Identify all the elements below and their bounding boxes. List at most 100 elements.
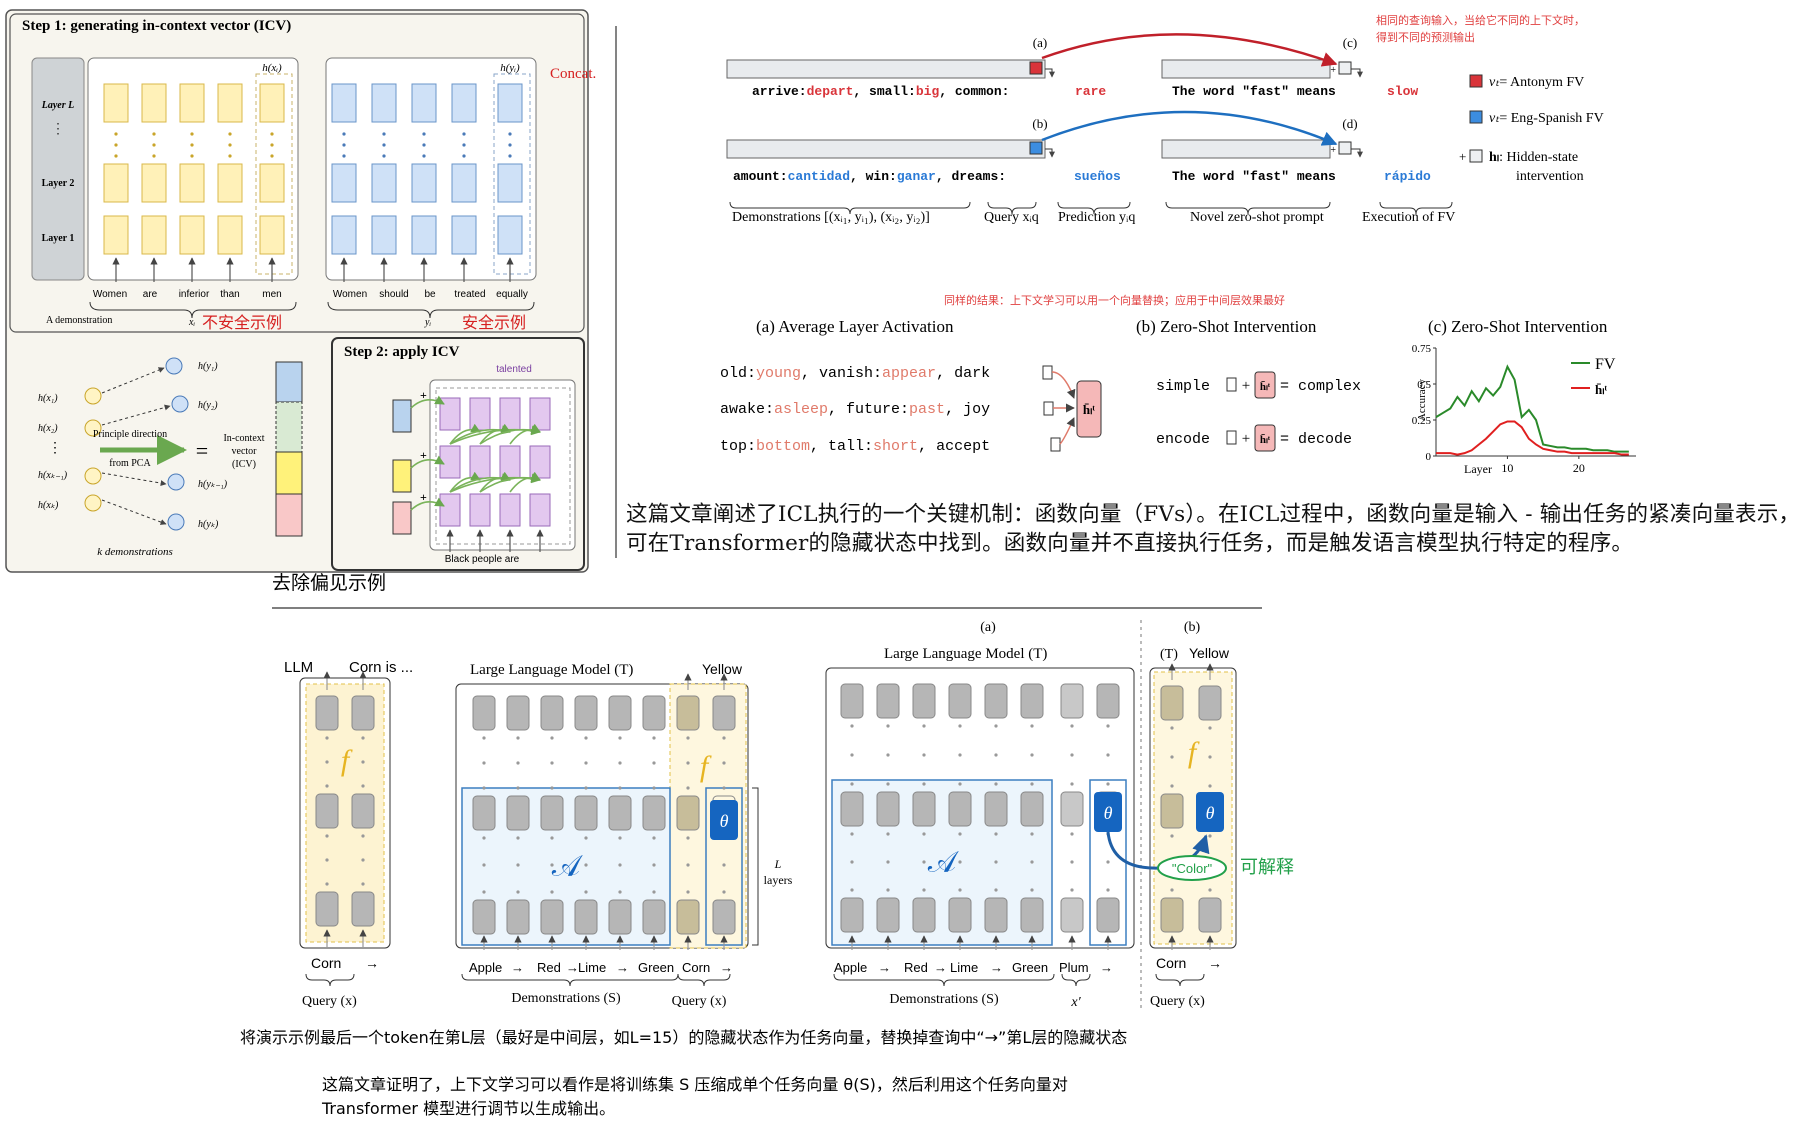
llm-hidden-cell [912, 791, 936, 827]
lm2-theta-box [1094, 792, 1122, 832]
hidden-state-cell [103, 83, 129, 123]
lm1-grid [472, 673, 736, 950]
prompt-bar-b [726, 139, 1046, 159]
fv-summary-container: 这篇文章阐述了ICL执行的一个关键机制：函数向量（FVs）。在ICL过程中，函数… [626, 502, 1800, 556]
hidden-state-cell [371, 215, 397, 255]
svg-text:+: + [420, 448, 427, 462]
antonym-transfer-arrow [1041, 33, 1338, 67]
llm-hidden-cell [840, 791, 864, 827]
demo-token: Apple [834, 960, 867, 975]
demo-token: Lime [950, 960, 978, 975]
icv-figure: Step 1: generating in-context vector (IC… [5, 9, 596, 573]
llm-hidden-cell [948, 897, 972, 933]
prompt-bar-a [726, 59, 1046, 79]
svg-text:+: + [1330, 65, 1336, 76]
safe-token: treated [454, 289, 485, 300]
panel-b-row-2-symbol: h̄ₗᵗ [1260, 434, 1271, 446]
llm-hidden-cell [608, 899, 632, 935]
hidden-state-cell [179, 83, 205, 123]
icv-segment-yellow [275, 451, 303, 495]
hidden-state-cell [103, 215, 129, 255]
llm-hidden-cell [574, 695, 598, 731]
hidden-state-cell [497, 163, 523, 203]
prompt-bar-d [1161, 139, 1331, 159]
hidden-state-cell [497, 83, 523, 123]
small-llm-grid [315, 671, 375, 948]
llm-hidden-cell [912, 683, 936, 719]
lm1-theta-box [710, 800, 738, 840]
lm1-A: 𝒜 [552, 850, 584, 883]
hidden-state-cell [331, 163, 357, 203]
llm-hidden-cell [540, 795, 564, 831]
demo-arrow: → [566, 960, 579, 975]
panel-b-row-2-right: = decode [1280, 431, 1352, 448]
step2-cell [499, 397, 521, 431]
chart-legend-h: h̄ₗᵗ [1595, 382, 1607, 397]
svg-text:+: + [420, 490, 427, 504]
llm-hidden-cell [984, 683, 1008, 719]
lm2-x-prime: x′ [1070, 995, 1081, 1010]
small-llm-corn: Corn [311, 955, 341, 971]
hidden-state-cell [411, 215, 437, 255]
demo-arrow: → [511, 960, 524, 975]
panel-c-title: (c) Zero-Shot Intervention [1428, 317, 1608, 336]
demo-arrow: → [616, 960, 629, 975]
llm-hidden-cell [1096, 683, 1120, 719]
h-yi-label: h(yᵢ) [500, 62, 520, 74]
marker-a: (a) [1033, 35, 1047, 50]
llm-hidden-cell [712, 695, 736, 731]
llm-hidden-cell [712, 899, 736, 935]
hidden-state-cell [411, 83, 437, 123]
spanish-transfer-arrow [1041, 110, 1338, 146]
llm-hidden-cell [472, 795, 496, 831]
llm-hidden-cell [840, 683, 864, 719]
lm2-title: Large Language Model (T) [884, 646, 1047, 662]
llm-hidden-cell [540, 695, 564, 731]
icv-segment-blue [275, 361, 303, 403]
step1-title: Step 1: generating in-context vector (IC… [22, 18, 291, 34]
llm-hidden-cell [315, 793, 339, 829]
llm-hidden-cell [1060, 683, 1084, 719]
row2-novel-prompt: The word "fast" means [1172, 169, 1336, 184]
unsafe-token: Women [93, 289, 127, 300]
llm-hidden-cell [472, 695, 496, 731]
task-vector-figure: LLM Corn is ... f Corn → Query (x) Large… [240, 620, 1294, 1118]
step2-cell [439, 445, 461, 479]
unsafe-token: men [262, 289, 281, 300]
chart-y-tick-label: 0 [1426, 451, 1432, 463]
llm-hidden-cell [876, 791, 900, 827]
panel-b-rows: simple + h̄ₗᵗ = complex encode + h̄ₗᵗ = … [1156, 371, 1361, 452]
llm-hidden-cell [315, 695, 339, 731]
demo-arrow: → [878, 960, 891, 975]
safe-token: Women [333, 289, 367, 300]
icv-vector-cell [392, 501, 412, 535]
hidden-state-cell [141, 83, 167, 123]
k-demonstrations-label: k demonstrations [97, 546, 172, 558]
function-vector-figure: 相同的查询输入，当给它不同的上下文时， 得到不同的预测输出 + + (a) (b… [626, 13, 1800, 556]
llm-hidden-cell [1060, 897, 1084, 933]
lm1-theta: θ [720, 811, 729, 831]
lm1-title: Large Language Model (T) [470, 662, 633, 678]
hidden-state-cell [497, 215, 523, 255]
legend-antonym: vₜ= Antonym FV [1489, 75, 1584, 90]
vertical-dots: ⋮ [48, 441, 62, 456]
panel-a-row-3: top:bottom, tall:short, accept [720, 438, 990, 455]
llm-hidden-cell [642, 695, 666, 731]
hy-label: h(y₂) [198, 400, 218, 411]
panel-a-row-1: old:young, vanish:appear, dark [720, 365, 990, 382]
intervention-cell-d [1338, 141, 1352, 155]
panel-b-marker: (b) [1184, 620, 1201, 635]
xi-label: xᵢ [188, 317, 195, 328]
lm3-arrow: → [1208, 955, 1222, 971]
step2-cell [469, 445, 491, 479]
hx-label: h(x₂) [38, 423, 58, 434]
icv-vector-cell [392, 459, 412, 493]
black-people-label: Black people are [445, 554, 520, 565]
hidden-state-cell [217, 163, 243, 203]
hidden-state-cell [451, 163, 477, 203]
llm-hidden-cell [912, 897, 936, 933]
pca-part: h(x₁)h(x₂)h(xₖ₋₁)h(xₖ)h(y₁)h(y₂)h(yₖ₋₁)h… [38, 357, 228, 531]
row2-demo-text: amount:cantidad, win:ganar, dreams: [733, 169, 1006, 184]
